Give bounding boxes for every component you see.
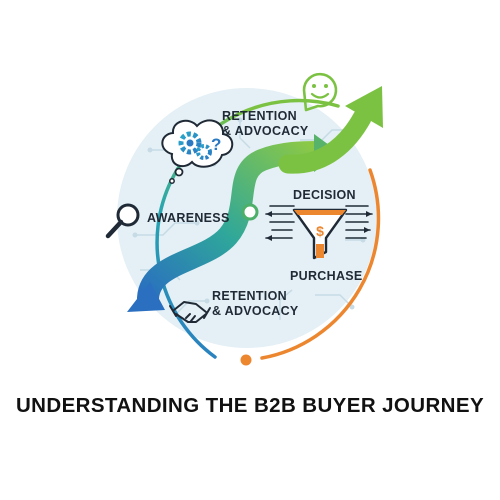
label-decision: DECISION — [293, 188, 356, 202]
gears-question-thought-bubble-icon: ? — [161, 119, 234, 184]
page-title: UNDERSTANDING THE B2B BUYER JOURNEY — [15, 394, 485, 417]
journey-arrowhead-down — [127, 282, 165, 312]
smiley-speech-bubble-icon — [302, 72, 338, 112]
junction-dot — [241, 203, 259, 221]
label-awareness: AWARENESS — [147, 211, 230, 225]
magnifying-glass-icon — [105, 203, 140, 239]
svg-text:?: ? — [211, 135, 221, 154]
label-retention-top-line1: RETENTION — [222, 109, 297, 123]
dollar-funnel-icon: $ — [265, 205, 373, 260]
svg-text:$: $ — [316, 223, 324, 239]
label-purchase: PURCHASE — [290, 269, 363, 283]
outer-ring-right-arc — [260, 168, 381, 360]
label-retention-bottom-line2: & ADVOCACY — [212, 304, 299, 318]
journey-arrowhead-up — [345, 86, 383, 128]
journey-branch — [278, 108, 372, 174]
label-retention-top-line2: & ADVOCACY — [222, 124, 309, 138]
ring-node-dot — [240, 354, 252, 366]
handshake-icon — [169, 301, 211, 323]
journey-path — [137, 141, 329, 309]
label-retention-bottom-line1: RETENTION — [212, 289, 287, 303]
